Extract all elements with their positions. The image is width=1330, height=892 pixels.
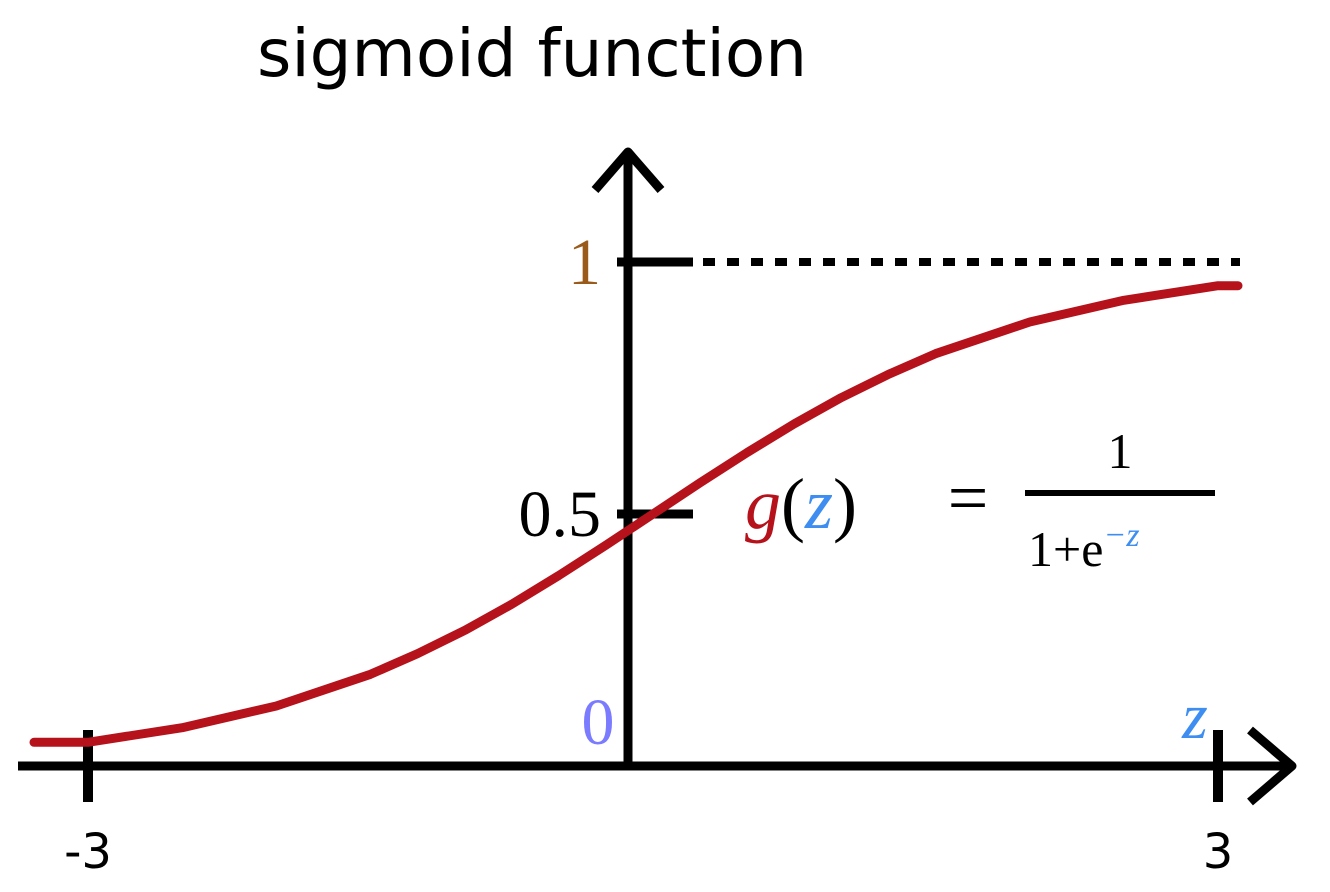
svg-text:g(z): g(z) [745,464,857,544]
formula-function-name: g [745,464,781,544]
x-tick-label: 3 [1203,824,1234,880]
y-tick-label: 1 [568,226,601,299]
formula-exponent: −z [1103,517,1139,554]
formula-numerator: 1 [1108,423,1133,479]
tick-group: -3 3 0 0.5 1 [64,226,1233,880]
formula: g(z) = 1 1+e−z [745,423,1215,577]
formula-variable: z [804,464,833,544]
y-tick-label: 0.5 [519,478,602,551]
x-axis-arrowhead [1247,726,1297,806]
y-axis-arrowhead [591,147,665,193]
formula-close-paren: ) [833,464,857,544]
svg-text:1+e−z: 1+e−z [1028,517,1140,577]
formula-open-paren: ( [781,464,805,544]
y-tick-label: 0 [582,686,615,759]
x-axis-label: z [1181,680,1208,753]
x-tick-label: -3 [64,824,112,880]
formula-equals: = [948,458,989,538]
sigmoid-curve [29,281,1243,747]
chart-title: sigmoid function [257,15,807,92]
formula-denominator: 1+e [1028,521,1103,577]
